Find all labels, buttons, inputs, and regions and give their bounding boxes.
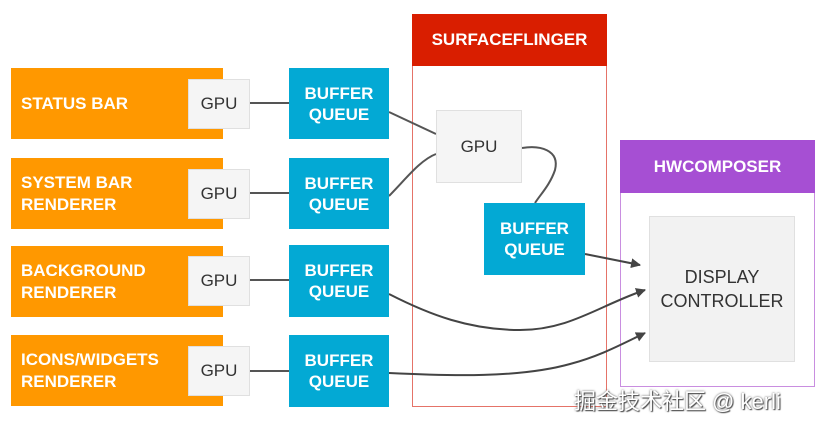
buffer-queue-line: QUEUE	[308, 282, 370, 301]
display-controller-line: DISPLAY	[684, 267, 760, 287]
display-controller-line: CONTROLLER	[660, 291, 784, 311]
watermark: 掘金技术社区 @ kerli	[574, 389, 781, 414]
buffer-queue-line: BUFFER	[500, 219, 569, 238]
app-label-line: RENDERER	[21, 371, 117, 391]
buffer-queue-line: QUEUE	[308, 194, 370, 214]
app-status-bar: STATUS BAR	[11, 68, 223, 139]
gpu-label: GPU	[460, 136, 498, 156]
app-label-line: ICONS/WIDGETS	[21, 349, 159, 369]
buffer-queue: BUFFER QUEUE	[289, 245, 389, 317]
surfaceflinger-buffer-queue: BUFFER QUEUE	[484, 203, 585, 275]
connector-bq2-sfgpu	[388, 153, 437, 197]
app-label-line: RENDERER	[21, 194, 117, 214]
display-controller: DISPLAY CONTROLLER	[649, 216, 795, 362]
app-label-line: SYSTEM BAR	[21, 172, 133, 192]
hwcomposer-header: HWCOMPOSER	[620, 140, 815, 193]
gpu-label: GPU	[200, 361, 238, 380]
connector-sfgpu-sfbq	[521, 146, 557, 204]
buffer-queue: BUFFER QUEUE	[289, 335, 389, 407]
app-gpu: GPU	[188, 256, 250, 306]
surfaceflinger-header: SURFACEFLINGER	[412, 14, 607, 66]
app-gpu: GPU	[188, 79, 250, 129]
app-gpu: GPU	[188, 169, 250, 219]
connector-sfbq-display	[584, 253, 641, 269]
app-label-line: STATUS BAR	[21, 93, 129, 113]
buffer-queue: BUFFER QUEUE	[289, 68, 389, 139]
gpu-label: GPU	[200, 271, 238, 290]
surfaceflinger-title: SURFACEFLINGER	[431, 30, 588, 49]
buffer-queue-line: BUFFER	[304, 261, 374, 280]
connector-bq4-display	[388, 332, 646, 377]
connector-bq1-sfgpu	[388, 111, 437, 135]
buffer-queue-line: QUEUE	[308, 104, 370, 124]
app-label-line: BACKGROUND	[21, 260, 146, 280]
buffer-queue-line: QUEUE	[504, 240, 565, 259]
connector-bq3-display	[388, 288, 646, 332]
hwcomposer-title: HWCOMPOSER	[653, 156, 782, 176]
buffer-queue-line: BUFFER	[304, 83, 374, 103]
app-label-line: RENDERER	[21, 282, 117, 302]
buffer-queue: BUFFER QUEUE	[289, 158, 389, 229]
app-gpu: GPU	[188, 346, 250, 396]
buffer-queue-line: BUFFER	[304, 173, 374, 193]
gpu-label: GPU	[200, 94, 238, 113]
gpu-label: GPU	[200, 184, 238, 203]
surfaceflinger-gpu: GPU	[436, 110, 522, 183]
buffer-queue-line: BUFFER	[304, 351, 374, 370]
buffer-queue-line: QUEUE	[308, 372, 370, 391]
